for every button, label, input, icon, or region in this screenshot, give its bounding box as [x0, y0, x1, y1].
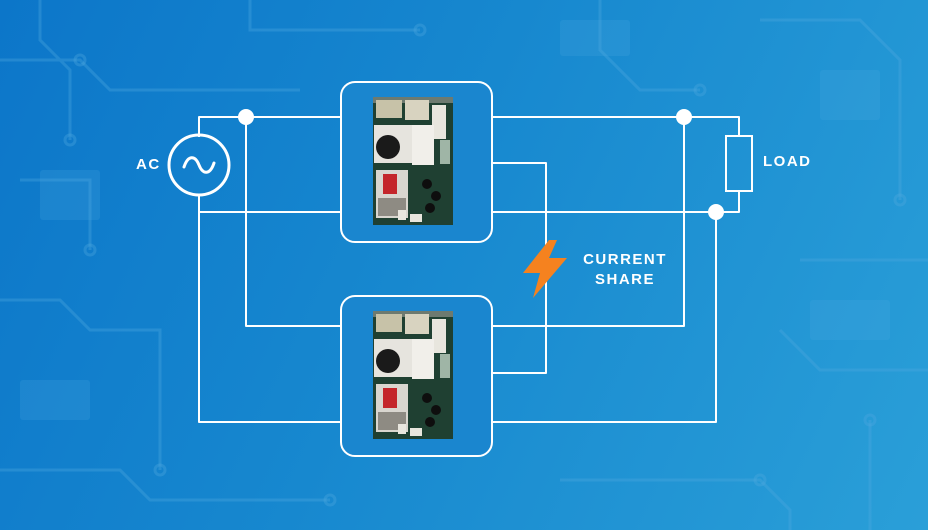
load-label: LOAD — [763, 153, 812, 170]
wire-bottom-out-negative — [492, 212, 717, 423]
ac-source-icon — [167, 133, 231, 197]
current-share-line-1: CURRENT — [583, 251, 667, 268]
wire-top-out-positive — [492, 116, 740, 136]
junction-node — [708, 204, 724, 220]
junction-node — [238, 109, 254, 125]
power-supply-bottom — [340, 295, 493, 457]
lightning-bolt-icon — [523, 240, 567, 298]
wire-load-return — [492, 191, 740, 213]
current-share-line-2: SHARE — [594, 271, 655, 288]
wire-ac-top — [198, 116, 341, 137]
ac-label: AC — [136, 156, 161, 173]
wire-ac-bottom — [198, 194, 341, 423]
power-supply-top — [340, 81, 493, 243]
current-share-label: CURRENT SHARE — [580, 250, 670, 290]
wire-bottom-out-positive — [492, 117, 685, 327]
wire-line-bottom — [245, 117, 341, 327]
resistor-icon — [725, 135, 753, 192]
junction-node — [676, 109, 692, 125]
